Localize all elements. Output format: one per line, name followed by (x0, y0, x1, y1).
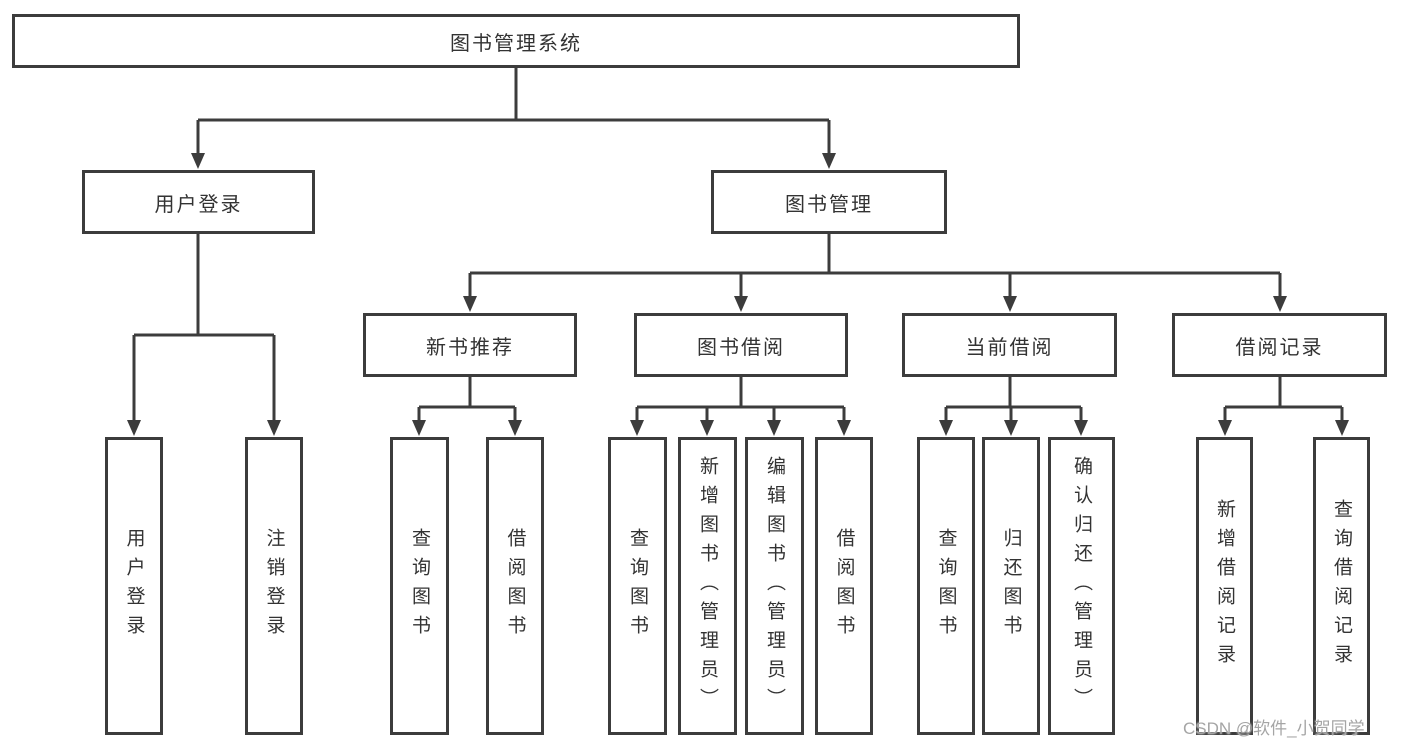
node-label: 确认归还（管理员） (1071, 455, 1092, 717)
node-label: 图书借阅 (697, 336, 785, 359)
node-label: 借阅记录 (1235, 336, 1324, 359)
node-new-book-recommend: 新书推荐 (363, 313, 577, 377)
node-label: 查询图书 (409, 528, 430, 644)
leaf-add-borrow-record: 新增借阅记录 (1196, 437, 1253, 735)
node-label: 用户登录 (154, 193, 243, 216)
node-label: 编辑图书（管理员） (764, 455, 785, 717)
node-user-login-branch: 用户登录 (82, 170, 315, 234)
leaf-edit-book-admin: 编辑图书（管理员） (745, 437, 804, 735)
leaf-borrow-books-2: 借阅图书 (815, 437, 873, 735)
leaf-logout: 注销登录 (245, 437, 303, 735)
node-current-borrow: 当前借阅 (902, 313, 1117, 377)
node-label: 用户登录 (123, 528, 145, 644)
leaf-borrow-books-1: 借阅图书 (486, 437, 544, 735)
leaf-query-books-3: 查询图书 (917, 437, 975, 735)
leaf-query-borrow-record: 查询借阅记录 (1313, 437, 1370, 735)
csdn-watermark: CSDN @软件_小贺同学 (1183, 719, 1365, 738)
leaf-return-book: 归还图书 (982, 437, 1040, 735)
node-label: 新书推荐 (426, 336, 514, 359)
leaf-add-book-admin: 新增图书（管理员） (678, 437, 737, 735)
node-label: 当前借阅 (965, 336, 1054, 359)
leaf-query-books-2: 查询图书 (608, 437, 667, 735)
node-label: 查询借阅记录 (1331, 499, 1352, 673)
node-label: 新增借阅记录 (1214, 499, 1235, 673)
node-label: 查询图书 (627, 528, 648, 644)
leaf-query-books-1: 查询图书 (390, 437, 449, 735)
node-book-management-branch: 图书管理 (711, 170, 947, 234)
node-label: 注销登录 (263, 528, 285, 644)
node-label: 新增图书（管理员） (697, 455, 718, 717)
node-label: 查询图书 (935, 528, 957, 644)
node-label: 图书管理 (785, 193, 873, 216)
node-borrow-records: 借阅记录 (1172, 313, 1387, 377)
node-label: 借阅图书 (504, 528, 526, 644)
node-root-system: 图书管理系统 (12, 14, 1020, 68)
node-label: 归还图书 (1000, 528, 1022, 644)
leaf-confirm-return-admin: 确认归还（管理员） (1048, 437, 1115, 735)
node-label: 图书管理系统 (450, 32, 582, 55)
node-book-borrow: 图书借阅 (634, 313, 848, 377)
leaf-user-login: 用户登录 (105, 437, 163, 735)
node-label: 借阅图书 (833, 528, 855, 644)
